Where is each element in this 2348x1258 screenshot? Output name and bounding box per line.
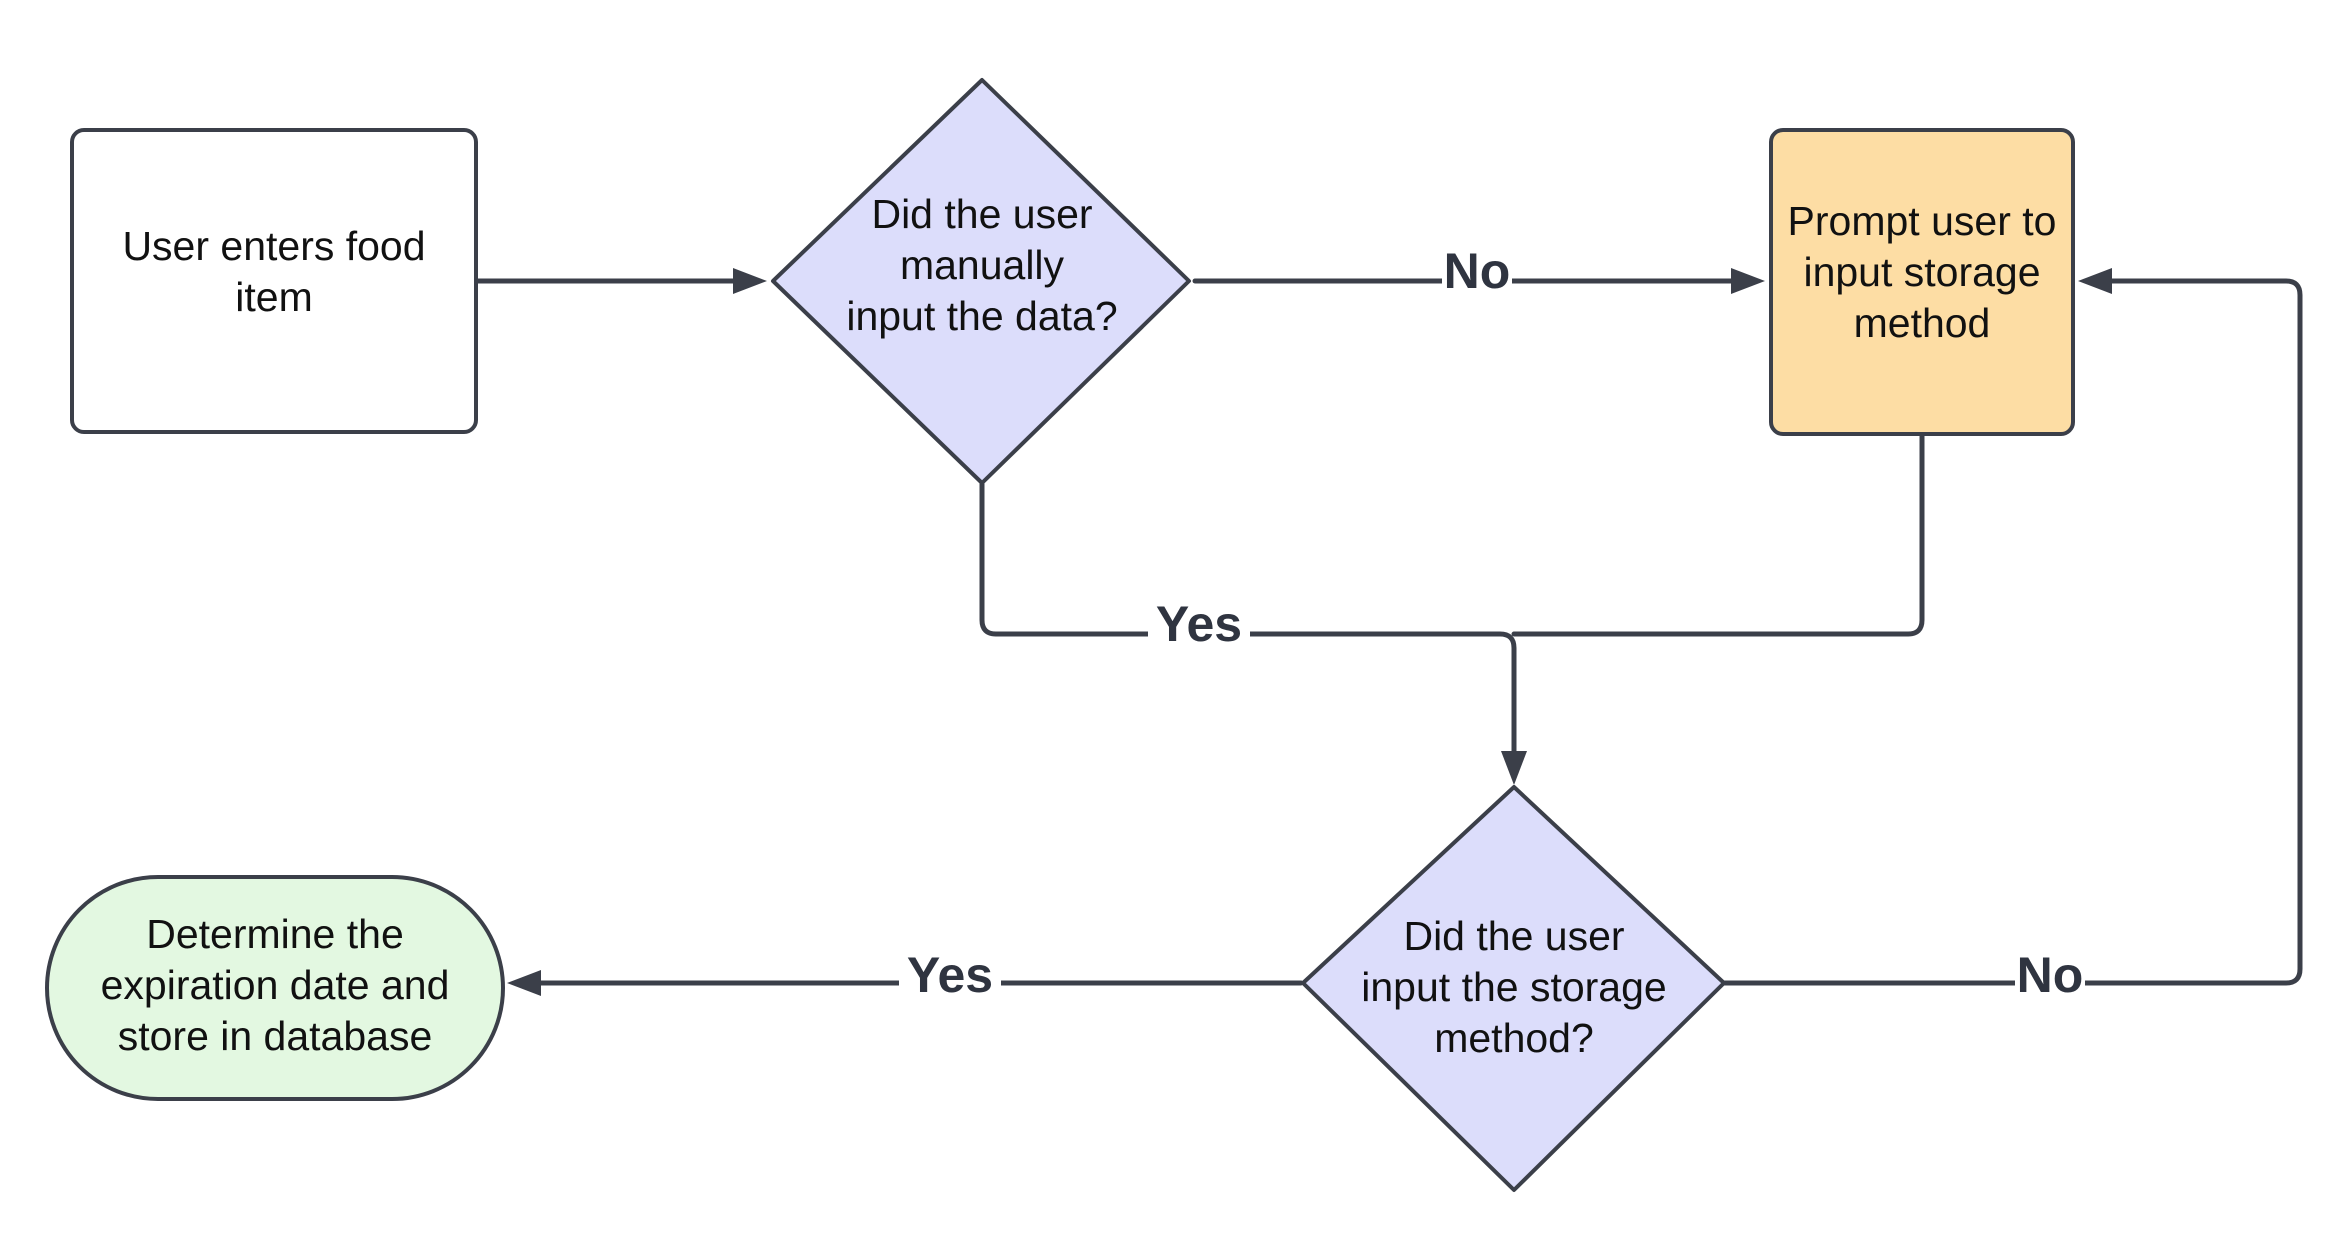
label-storage-yes: Yes [907, 947, 993, 1003]
node-determine-expiration-line-2: expiration date and [101, 962, 450, 1008]
nodes: User enters food item Did the user manua… [45, 78, 2075, 1192]
node-storage-input-decision: Did the user input the storage method? [1301, 785, 1726, 1192]
node-determine-expiration-line-3: store in database [118, 1013, 433, 1059]
node-prompt-storage-line-3: method [1854, 300, 1991, 346]
arrowhead-into-storage [1501, 751, 1527, 785]
arrowhead-storage-no [2078, 268, 2112, 294]
process-box-enter-food [70, 128, 478, 434]
node-storage-input-line-2: input the storage [1361, 964, 1666, 1010]
label-storage-no: No [2017, 947, 2084, 1003]
label-manual-no: No [1444, 243, 1511, 299]
node-storage-input-line-1: Did the user [1403, 913, 1624, 959]
label-bg-manual-no [1442, 250, 1512, 310]
node-enter-food-line-1: User enters food [122, 223, 425, 269]
terminal-determine-expiration [45, 875, 505, 1101]
edge-storage-no [1715, 278, 2303, 986]
node-prompt-storage-line-2: input storage [1803, 249, 2040, 295]
node-determine-expiration-line-1: Determine the [146, 911, 404, 957]
node-manual-input-line-3: input the data? [846, 293, 1117, 339]
node-prompt-storage: Prompt user to input storage method [1769, 128, 2075, 436]
edge-labels: No Yes Yes No [899, 243, 2085, 1012]
decision-diamond-manual [771, 78, 1191, 485]
decision-diamond-storage [1301, 785, 1726, 1192]
node-storage-input-line-3: method? [1434, 1015, 1594, 1061]
edge-prompt-down [1511, 432, 1925, 637]
label-bg-storage-yes [899, 952, 1001, 1012]
node-enter-food: User enters food item [70, 128, 478, 434]
arrowhead-storage-yes [507, 970, 541, 996]
node-prompt-storage-line-1: Prompt user to [1788, 198, 2057, 244]
node-manual-input-decision: Did the user manually input the data? [771, 78, 1191, 485]
node-manual-input-line-1: Did the user [871, 191, 1092, 237]
node-determine-expiration: Determine the expiration date and store … [45, 875, 505, 1101]
process-box-prompt-storage [1769, 128, 2075, 436]
label-bg-manual-yes [1148, 603, 1250, 663]
node-enter-food-line-2: item [235, 274, 312, 320]
label-manual-yes: Yes [1156, 596, 1242, 652]
arrowhead-enter-to-manual [733, 268, 767, 294]
arrowhead-manual-no [1731, 268, 1765, 294]
label-bg-storage-no [2015, 952, 2085, 1012]
node-manual-input-line-2: manually [900, 242, 1065, 288]
